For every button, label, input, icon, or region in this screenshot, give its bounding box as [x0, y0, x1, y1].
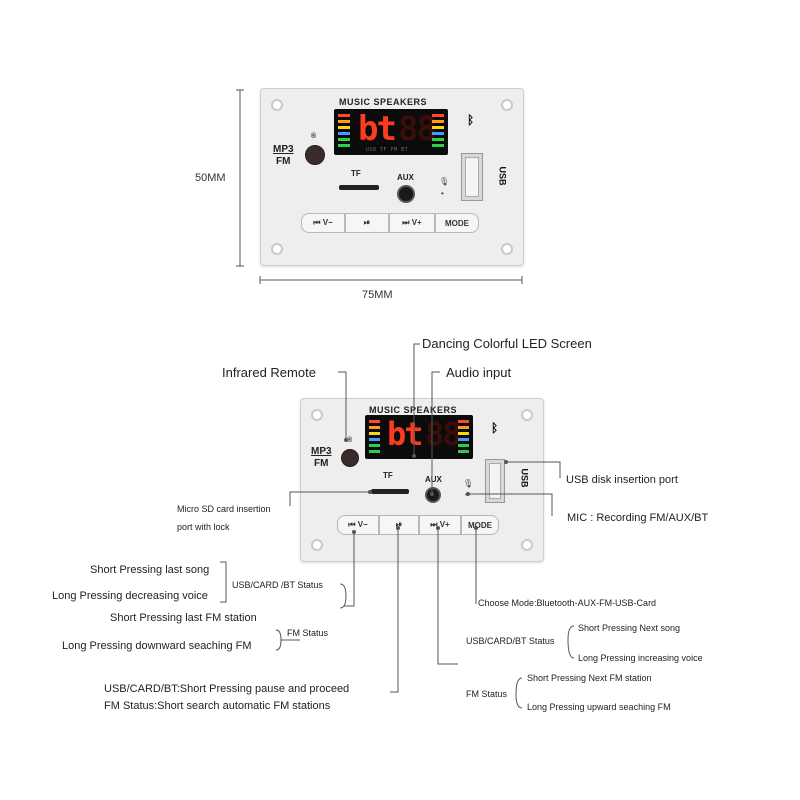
led-display-text: bt	[387, 415, 424, 453]
mount-hole	[271, 243, 283, 255]
bottom-board: MUSIC SPEAKERS bt 88 ᛒ MP3 FM ® TF AUX 🎙…	[300, 398, 544, 562]
usb-port-callout: USB disk insertion port	[566, 474, 678, 486]
play-callout-line1: USB/CARD/BT:Short Pressing pause and pro…	[104, 683, 350, 695]
tf-label: TF	[383, 471, 393, 480]
fm-label: FM	[314, 458, 329, 469]
aux-jack[interactable]	[397, 185, 415, 203]
led-screen: bt 88	[365, 415, 473, 459]
width-dimension-label: 75MM	[362, 289, 393, 301]
next-usb-status-callout: USB/CARD/BT Status	[466, 636, 555, 646]
mount-hole	[521, 409, 533, 421]
mode-button[interactable]: MODE	[461, 515, 499, 535]
mount-hole	[311, 539, 323, 551]
led-display-ghost: 88	[398, 109, 437, 149]
mp3-label: MP3	[273, 144, 294, 155]
prev-volume-down-button[interactable]: ⏮ V−	[337, 515, 379, 535]
button-row: ⏮ V− ⏯ ⏭ V+ MODE	[301, 213, 479, 233]
led-display-ghost: 88	[425, 415, 462, 453]
mic-icon: 🎙	[463, 479, 474, 488]
play-pause-button[interactable]: ⏯	[345, 213, 389, 233]
micro-sd-callout-line1: Micro SD card insertion	[177, 504, 271, 514]
ir-symbol-icon: ®	[311, 133, 317, 140]
next-fm-status-callout: FM Status	[466, 689, 508, 699]
prev-usb-short-callout: Short Pressing last song	[90, 564, 210, 576]
micro-sd-callout-line2: port with lock	[177, 522, 230, 532]
tf-card-slot[interactable]	[371, 489, 409, 494]
mp3-label: MP3	[311, 446, 332, 457]
prev-usb-long-callout: Long Pressing decreasing voice	[52, 590, 208, 602]
mic-icon: 🎙	[439, 177, 450, 186]
mode-button[interactable]: MODE	[435, 213, 479, 233]
next-fm-short-callout: Short Pressing Next FM station	[527, 673, 652, 683]
usb-port[interactable]	[485, 459, 505, 503]
aux-label: AUX	[397, 173, 414, 182]
usb-port[interactable]	[461, 153, 483, 201]
fm-label: FM	[276, 156, 291, 167]
mount-hole	[271, 99, 283, 111]
next-usb-short-callout: Short Pressing Next song	[578, 623, 681, 633]
audio-input-callout: Audio input	[446, 365, 512, 380]
height-dimension-label: 50MM	[195, 172, 226, 184]
bluetooth-icon: ᛒ	[467, 113, 475, 127]
bluetooth-icon: ᛒ	[491, 421, 499, 435]
button-row: ⏮ V− ⏯ ⏭ V+ MODE	[337, 515, 499, 535]
mount-hole	[311, 409, 323, 421]
play-callout-line2: FM Status:Short search automatic FM stat…	[104, 700, 331, 712]
board-header: MUSIC SPEAKERS	[369, 405, 458, 415]
next-volume-up-button[interactable]: ⏭ V+	[419, 515, 461, 535]
infrared-callout: Infrared Remote	[222, 365, 316, 380]
led-screen: bt 88 USB TF FM BT	[334, 109, 448, 155]
mic-callout: MIC : Recording FM/AUX/BT	[567, 512, 709, 524]
prev-volume-down-button[interactable]: ⏮ V−	[301, 213, 345, 233]
tf-label: TF	[351, 169, 361, 178]
tf-card-slot[interactable]	[339, 185, 379, 190]
led-display-text: bt	[358, 109, 397, 149]
next-usb-long-callout: Long Pressing increasing voice	[578, 653, 703, 663]
mount-hole	[501, 99, 513, 111]
mount-hole	[501, 243, 513, 255]
prev-fm-long-callout: Long Pressing downward seaching FM	[62, 640, 252, 652]
ir-symbol-icon: ®	[347, 437, 353, 444]
mode-callout: Choose Mode:Bluetooth-AUX-FM-USB-Card	[478, 598, 657, 608]
mount-hole	[521, 539, 533, 551]
prev-fm-status-callout: FM Status	[287, 628, 329, 638]
next-fm-long-callout: Long Pressing upward seaching FM	[527, 702, 671, 712]
infrared-receiver	[341, 449, 359, 467]
prev-usb-status-callout: USB/CARD /BT Status	[232, 580, 323, 590]
mic-hole: •	[441, 189, 444, 198]
infrared-receiver	[305, 145, 325, 165]
led-sublabels: USB TF FM BT	[366, 147, 409, 153]
next-volume-up-button[interactable]: ⏭ V+	[389, 213, 435, 233]
prev-fm-short-callout: Short Pressing last FM station	[110, 612, 257, 624]
aux-label: AUX	[425, 475, 442, 484]
board-header: MUSIC SPEAKERS	[339, 97, 428, 107]
play-pause-button[interactable]: ⏯	[379, 515, 419, 535]
led-screen-callout: Dancing Colorful LED Screen	[422, 336, 592, 351]
top-board: MUSIC SPEAKERS bt 88 USB TF FM BT ᛒ MP3 …	[260, 88, 524, 266]
